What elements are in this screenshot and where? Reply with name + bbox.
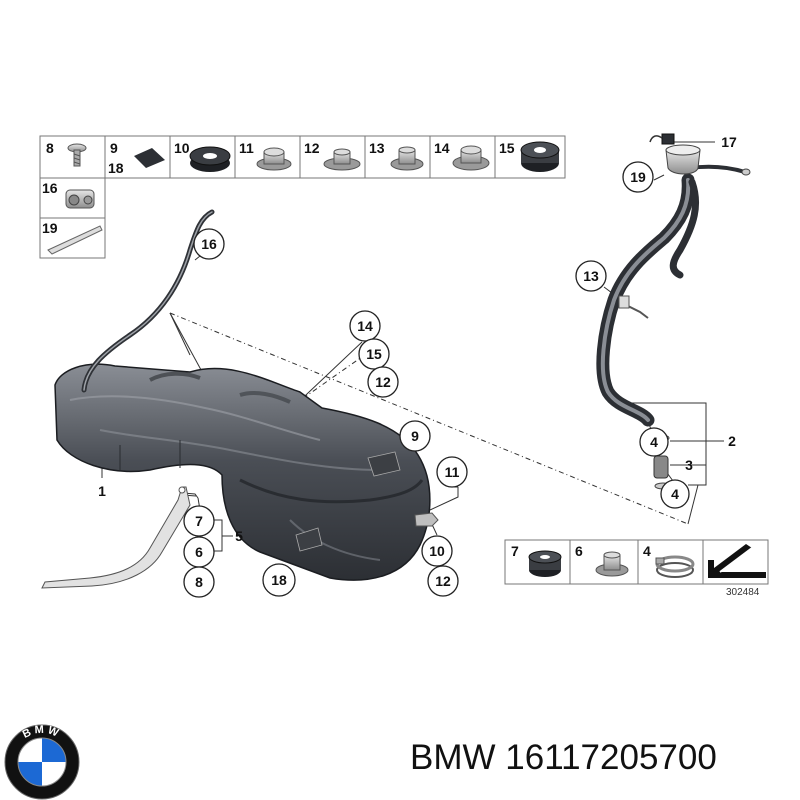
legend-num-19: 19 xyxy=(42,220,58,236)
callout-14: 14 xyxy=(349,310,381,342)
screw-icon xyxy=(67,143,87,167)
grommet-icon xyxy=(520,141,560,172)
svg-text:15: 15 xyxy=(366,346,382,362)
label-3: 3 xyxy=(685,457,693,473)
svg-text:BMW: BMW xyxy=(21,724,63,741)
callout-8: 8 xyxy=(183,566,215,598)
legend-top xyxy=(39,135,566,259)
callout-11: 11 xyxy=(436,456,468,488)
callout-4-upper: 4 xyxy=(639,427,669,457)
nut-icon xyxy=(595,551,629,577)
label-17: 17 xyxy=(721,134,737,150)
label-5: 5 xyxy=(235,528,243,544)
label-1: 1 xyxy=(98,483,106,499)
nut-icon xyxy=(323,148,361,171)
svg-text:6: 6 xyxy=(195,544,203,560)
legend-num-18: 18 xyxy=(108,160,124,176)
svg-text:7: 7 xyxy=(195,513,203,529)
legend-num-14: 14 xyxy=(434,140,450,156)
legend-num-12: 12 xyxy=(304,140,320,156)
svg-text:11: 11 xyxy=(445,464,460,480)
callout-19: 19 xyxy=(622,161,654,193)
callout-13: 13 xyxy=(575,260,607,292)
legend-num-16: 16 xyxy=(42,180,58,196)
svg-text:13: 13 xyxy=(583,268,599,284)
svg-text:14: 14 xyxy=(357,318,373,334)
legend-num-8: 8 xyxy=(46,140,54,156)
callouts: 16 14 15 12 9 11 7 6 xyxy=(183,161,690,598)
legend-num-4: 4 xyxy=(643,543,651,559)
legend-num-13: 13 xyxy=(369,140,385,156)
label-2: 2 xyxy=(728,433,736,449)
bmw-logo-text: BMW xyxy=(21,724,60,741)
svg-text:18: 18 xyxy=(271,572,287,588)
callout-16: 16 xyxy=(193,228,225,260)
callout-6: 6 xyxy=(183,536,215,568)
nut-icon xyxy=(256,147,292,171)
svg-text:12: 12 xyxy=(435,573,451,589)
part-label: BMW 16117205700 xyxy=(410,738,795,778)
svg-text:19: 19 xyxy=(630,169,646,185)
nut-icon xyxy=(452,145,490,171)
svg-text:12: 12 xyxy=(375,374,391,390)
svg-text:4: 4 xyxy=(650,434,658,450)
legend-num-7: 7 xyxy=(511,543,519,559)
cable-tie-icon xyxy=(47,225,103,255)
arrow-icon xyxy=(708,544,766,578)
callout-12-upper: 12 xyxy=(367,366,399,398)
part-number: 16117205700 xyxy=(505,738,717,777)
tank-strap xyxy=(41,486,191,589)
brand-name: BMW xyxy=(410,738,496,777)
legend-num-15: 15 xyxy=(499,140,515,156)
callout-12-lower: 12 xyxy=(427,565,459,597)
legend-num-11: 11 xyxy=(239,140,254,156)
callout-10: 10 xyxy=(421,535,453,567)
legend-num-6: 6 xyxy=(575,543,583,559)
legend-num-10: 10 xyxy=(174,140,190,156)
callout-15: 15 xyxy=(358,338,390,370)
callout-9: 9 xyxy=(399,420,431,452)
clip-icon xyxy=(65,189,95,209)
svg-text:4: 4 xyxy=(671,486,679,502)
grommet-icon xyxy=(189,146,231,172)
legend-num-9: 9 xyxy=(110,140,118,156)
svg-text:8: 8 xyxy=(195,574,203,590)
ref-number: 302484 xyxy=(726,587,760,598)
svg-text:10: 10 xyxy=(429,543,445,559)
svg-text:16: 16 xyxy=(201,236,217,252)
callout-4-lower: 4 xyxy=(660,479,690,509)
callout-18: 18 xyxy=(262,563,296,597)
callout-7: 7 xyxy=(183,505,215,537)
grommet-icon xyxy=(528,550,562,577)
nut-icon xyxy=(390,146,424,171)
hose-clamp-icon xyxy=(655,555,695,578)
svg-text:9: 9 xyxy=(411,428,419,444)
fuel-tank xyxy=(54,363,439,581)
pad-icon xyxy=(134,148,165,168)
bmw-logo: BMW xyxy=(4,724,80,800)
